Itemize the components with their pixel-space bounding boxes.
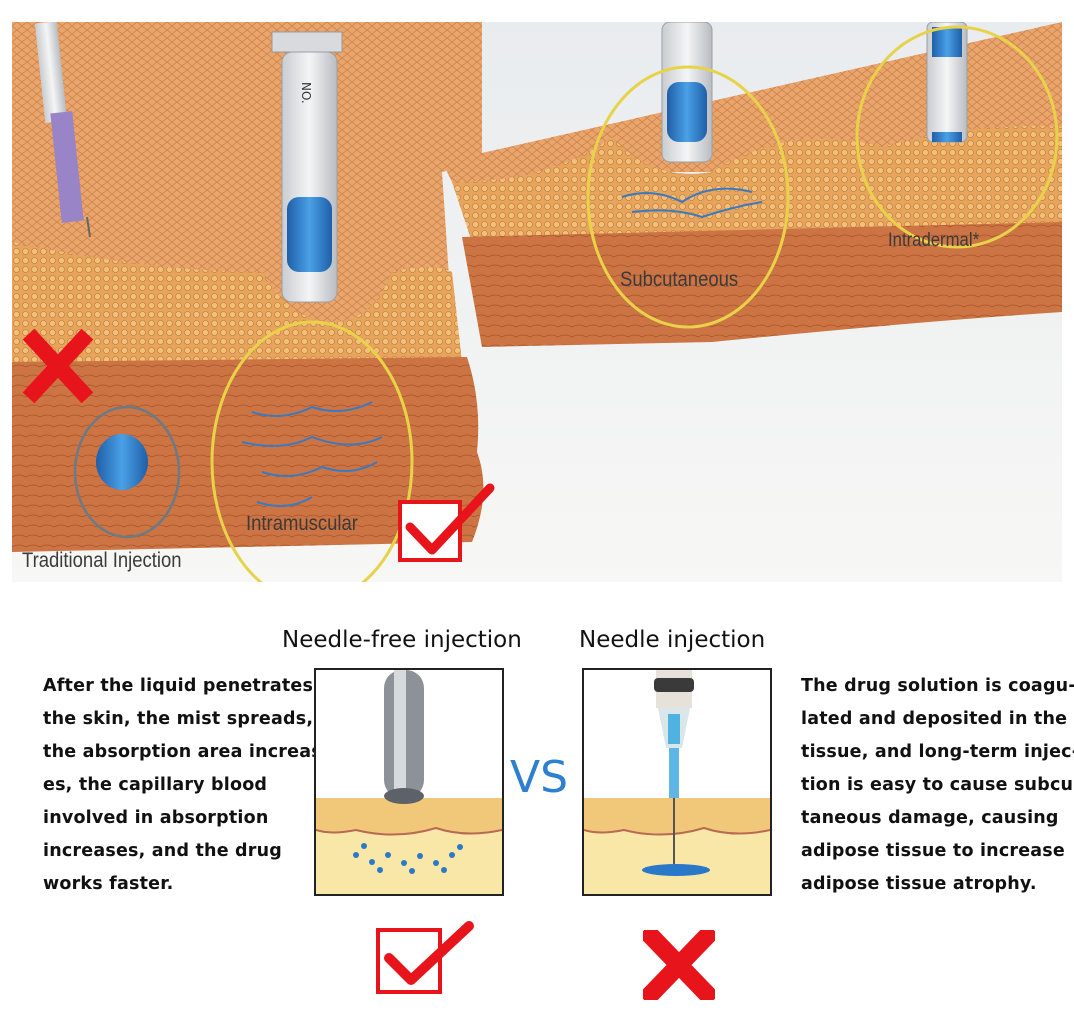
needle-free-description: After the liquid penetrates the skin, th… bbox=[43, 670, 329, 901]
injection-depth-illustration: NO. bbox=[12, 21, 1062, 604]
description-line: lated and deposited in the bbox=[801, 709, 1068, 729]
needle-free-illustration bbox=[316, 670, 502, 894]
description-line: works faster. bbox=[43, 874, 174, 894]
description-line: The drug solution is coagu- bbox=[801, 676, 1074, 696]
description-line: the absorption area increas- bbox=[43, 742, 330, 762]
label-intradermal: Intradermal* bbox=[888, 230, 980, 251]
subcutaneous-zone-circle bbox=[586, 65, 790, 329]
traditional-zone-circle bbox=[73, 405, 181, 539]
check-mark-needle-free bbox=[375, 920, 475, 1000]
needle-free-panel bbox=[314, 668, 504, 896]
intradermal-zone-circle bbox=[855, 25, 1059, 249]
description-line: adipose tissue to increase bbox=[801, 841, 1065, 861]
needle-free-title: Needle-free injection bbox=[282, 627, 522, 653]
description-line: involved in absorption bbox=[43, 808, 269, 828]
description-line: tion is easy to cause subcu- bbox=[801, 775, 1074, 795]
subcutaneous-syringe bbox=[661, 21, 713, 163]
label-intramuscular: Intramuscular bbox=[246, 512, 358, 535]
fat-layer-right bbox=[452, 126, 1062, 242]
needle-title: Needle injection bbox=[579, 627, 766, 653]
cross-mark-needle bbox=[638, 923, 720, 1007]
fat-layer-left bbox=[12, 242, 462, 367]
pen-injector bbox=[34, 21, 91, 238]
needle-illustration bbox=[584, 670, 770, 894]
description-line: taneous damage, causing bbox=[801, 808, 1059, 828]
label-subcutaneous: Subcutaneous bbox=[620, 268, 739, 291]
description-line: tissue, and long-term injec- bbox=[801, 742, 1074, 762]
description-line: the skin, the mist spreads, bbox=[43, 709, 314, 729]
label-traditional-injection: Traditional Injection bbox=[22, 549, 182, 572]
liquid-deposit bbox=[96, 434, 148, 490]
description-line: increases, and the drug bbox=[43, 841, 282, 861]
check-mark-intramuscular bbox=[398, 483, 495, 562]
syringe-marking: NO. bbox=[299, 82, 313, 104]
description-line: After the liquid penetrates bbox=[43, 676, 314, 696]
intramuscular-dispersion bbox=[241, 401, 383, 507]
vs-label: VS bbox=[510, 752, 569, 803]
subcutaneous-dispersion bbox=[621, 187, 763, 219]
skin-layers-diagram: NO. bbox=[12, 21, 1062, 604]
needle-panel bbox=[582, 668, 772, 896]
needle-description: The drug solution is coagu- lated and de… bbox=[801, 670, 1074, 901]
description-line: es, the capillary blood bbox=[43, 775, 268, 795]
intradermal-syringe bbox=[926, 21, 968, 143]
cross-mark-traditional bbox=[22, 328, 94, 404]
intramuscular-syringe: NO. bbox=[271, 31, 343, 303]
skin-surface-left bbox=[12, 22, 482, 322]
description-line: adipose tissue atrophy. bbox=[801, 874, 1037, 894]
